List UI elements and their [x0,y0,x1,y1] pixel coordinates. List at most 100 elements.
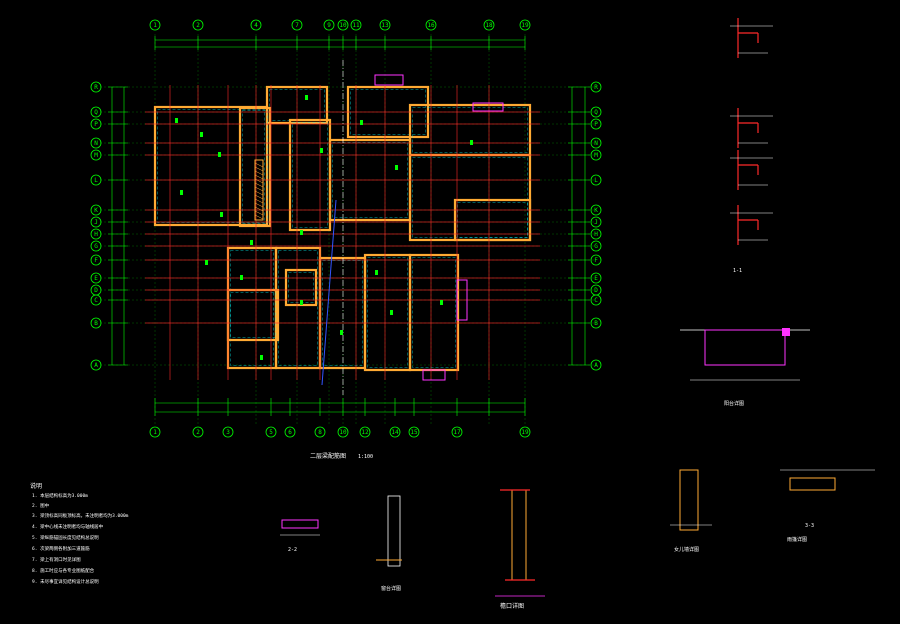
axis-bubble [90,174,102,186]
axis-label: A [94,362,98,369]
rebar-tag [390,310,393,315]
axis-bubble [90,137,102,149]
section-1-1-label: 1-1 [733,268,742,274]
stair-hatch [254,206,264,212]
axis-label: K [94,207,98,214]
axis-label: F [94,257,98,264]
balcony-detail-label: 阳台详图 [724,400,744,407]
axis-label: N [594,140,598,147]
axis-label: 10 [339,429,347,436]
axis-label: 4 [254,22,258,29]
axis-bubble [90,254,102,266]
axis-label: 8 [318,429,322,436]
axis-label: C [594,297,598,304]
rebar-tag [395,165,398,170]
axis-label: 1 [153,22,157,29]
slab-edge [457,202,528,238]
axis-bubble [222,426,234,438]
rebar-tag [240,275,243,280]
axis-label: D [594,287,598,294]
wall-outline [226,288,280,342]
section-2-2-label: 2-2 [288,547,297,553]
axis-label: H [94,231,98,238]
axis-label: 15 [410,429,418,436]
wall-outline [238,106,272,228]
parapet-wall [679,469,699,531]
opening-outline [472,102,504,112]
slab-edge [288,272,314,303]
opening-outline [374,74,404,86]
stair-hatch [254,198,264,204]
rebar-tag [260,355,263,360]
general-notes: 说明 1. 本层结构标高为3.000m 2. 图中 3. 梁顶标高同板顶标高，未… [30,482,129,585]
canopy-slab [789,477,836,491]
axis-bubble [590,294,602,306]
axis-bubble [590,272,602,284]
axis-label: 9 [327,22,331,29]
slab-edge [242,110,268,224]
slab-edge [412,107,528,153]
axis-label: E [594,275,598,282]
axis-bubble [483,19,495,31]
axis-bubble [590,174,602,186]
stair-outline [254,159,264,221]
axis-bubble [590,216,602,228]
axis-bubble [90,294,102,306]
canopy-detail-label: 雨篷详图 [787,536,807,543]
axis-label: J [594,219,598,226]
axis-bubble [90,216,102,228]
axis-label: 14 [391,429,399,436]
note-line: 6. 次梁两侧各附加三道箍筋 [32,545,90,552]
axis-label: A [594,362,598,369]
wall-outline [453,198,532,242]
rebar-tag [320,148,323,153]
wall-outline [408,153,532,242]
note-line: 3. 梁顶标高同板顶标高，未注明者均为3.000m [32,512,129,519]
axis-label: 6 [288,429,292,436]
axis-label: H [594,231,598,238]
rebar-tag [205,260,208,265]
axis-label: 13 [381,22,389,29]
slab-edge [412,157,528,238]
eave-wall [511,489,527,581]
axis-bubble [590,149,602,161]
stair-hatch [254,178,264,184]
notes-heading: 说明 [30,482,42,490]
axis-label: L [594,177,598,184]
note-line: 5. 梁纵筋锚固长度见结构总说明 [32,534,99,541]
wall-outline [226,246,278,370]
rebar-tag [305,95,308,100]
axis-bubble [90,272,102,284]
opening-outline [456,279,468,321]
axis-bubble [284,426,296,438]
axis-label: 3 [226,429,230,436]
axis-label: B [594,320,598,327]
axis-label: G [94,243,98,250]
axis-bubble [250,19,262,31]
note-line: 8. 施工时应与各专业图纸配合 [32,567,95,574]
wall-outline [363,253,412,372]
section-2-2-beam [281,519,319,529]
rebar-tag [250,240,253,245]
rebar-tag [200,132,203,137]
axis-bubble [425,19,437,31]
slab-edge [412,257,456,368]
axis-label: L [94,177,98,184]
axis-label: 16 [427,22,435,29]
axis-label: Q [94,109,98,116]
axis-bubble [90,228,102,240]
window-sill-detail-label: 窗台详图 [381,585,401,592]
plan-title: 二层梁配筋图 [310,452,346,460]
slab-edge [292,122,328,228]
stair-hatch [254,182,264,188]
axis-bubble [590,118,602,130]
axis-label: 19 [521,22,529,29]
axis-bubble [90,204,102,216]
rebar-tag [470,140,473,145]
axis-bubble [90,81,102,93]
axis-label: 18 [485,22,493,29]
section-details [280,18,875,597]
stair-hatch [254,174,264,180]
